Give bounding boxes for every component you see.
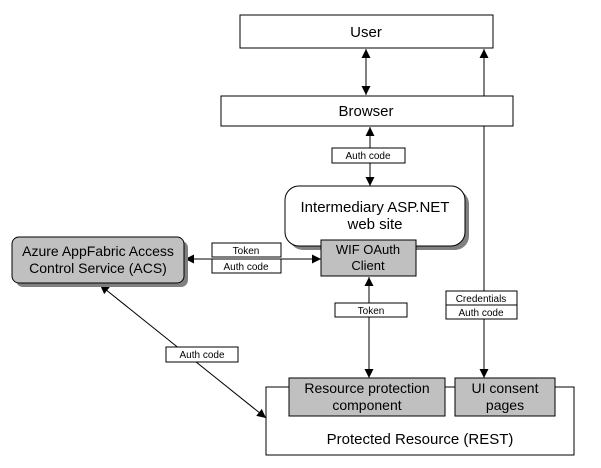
svg-text:Token: Token [233, 246, 260, 257]
svg-text:Auth code: Auth code [223, 262, 268, 273]
intermediary-label-line2: web site [346, 216, 402, 233]
resource-protection-label-line2: component [332, 397, 401, 413]
protected-resource-label: Protected Resource (REST) [327, 431, 514, 448]
resource-protection-node: Resource protection component [288, 377, 446, 417]
edge-label-acs-wif-token: Token [211, 242, 282, 258]
user-label: User [350, 24, 382, 41]
ui-consent-node: UI consent pages [454, 377, 556, 417]
svg-text:Auth code: Auth code [179, 350, 224, 361]
user-node: User [239, 14, 494, 49]
edge-label-acs-resource-authcode: Auth code [165, 346, 239, 363]
resource-protection-label-line1: Resource protection [304, 380, 429, 396]
svg-text:Credentials: Credentials [456, 294, 507, 305]
wif-client-label-line2: Client [351, 258, 385, 273]
edge-label-wif-resource-token: Token [334, 302, 408, 318]
acs-label-line2: Control Service (ACS) [29, 260, 167, 276]
wif-client-label-line1: WIF OAuth [336, 242, 400, 257]
intermediary-label-line1: Intermediary ASP.NET [301, 199, 450, 216]
intermediary-node: Intermediary ASP.NET web site [284, 185, 469, 250]
browser-label: Browser [338, 103, 393, 120]
edge-label-consent-authcode: Auth code [445, 304, 518, 320]
svg-text:Token: Token [358, 306, 385, 317]
edge-label-acs-wif-authcode: Auth code [211, 258, 282, 274]
edge-label-credentials: Credentials [445, 290, 518, 306]
wif-client-node: WIF OAuth Client [320, 239, 417, 277]
acs-node: Azure AppFabric Access Control Service (… [11, 236, 188, 287]
edge-label-browser-intermediary: Auth code [331, 147, 406, 164]
svg-text:Auth code: Auth code [345, 151, 390, 162]
ui-consent-label-line2: pages [486, 397, 524, 413]
ui-consent-label-line1: UI consent [472, 380, 539, 396]
svg-text:Auth code: Auth code [458, 308, 503, 319]
browser-node: Browser [220, 95, 514, 127]
acs-label-line1: Azure AppFabric Access [22, 243, 174, 259]
